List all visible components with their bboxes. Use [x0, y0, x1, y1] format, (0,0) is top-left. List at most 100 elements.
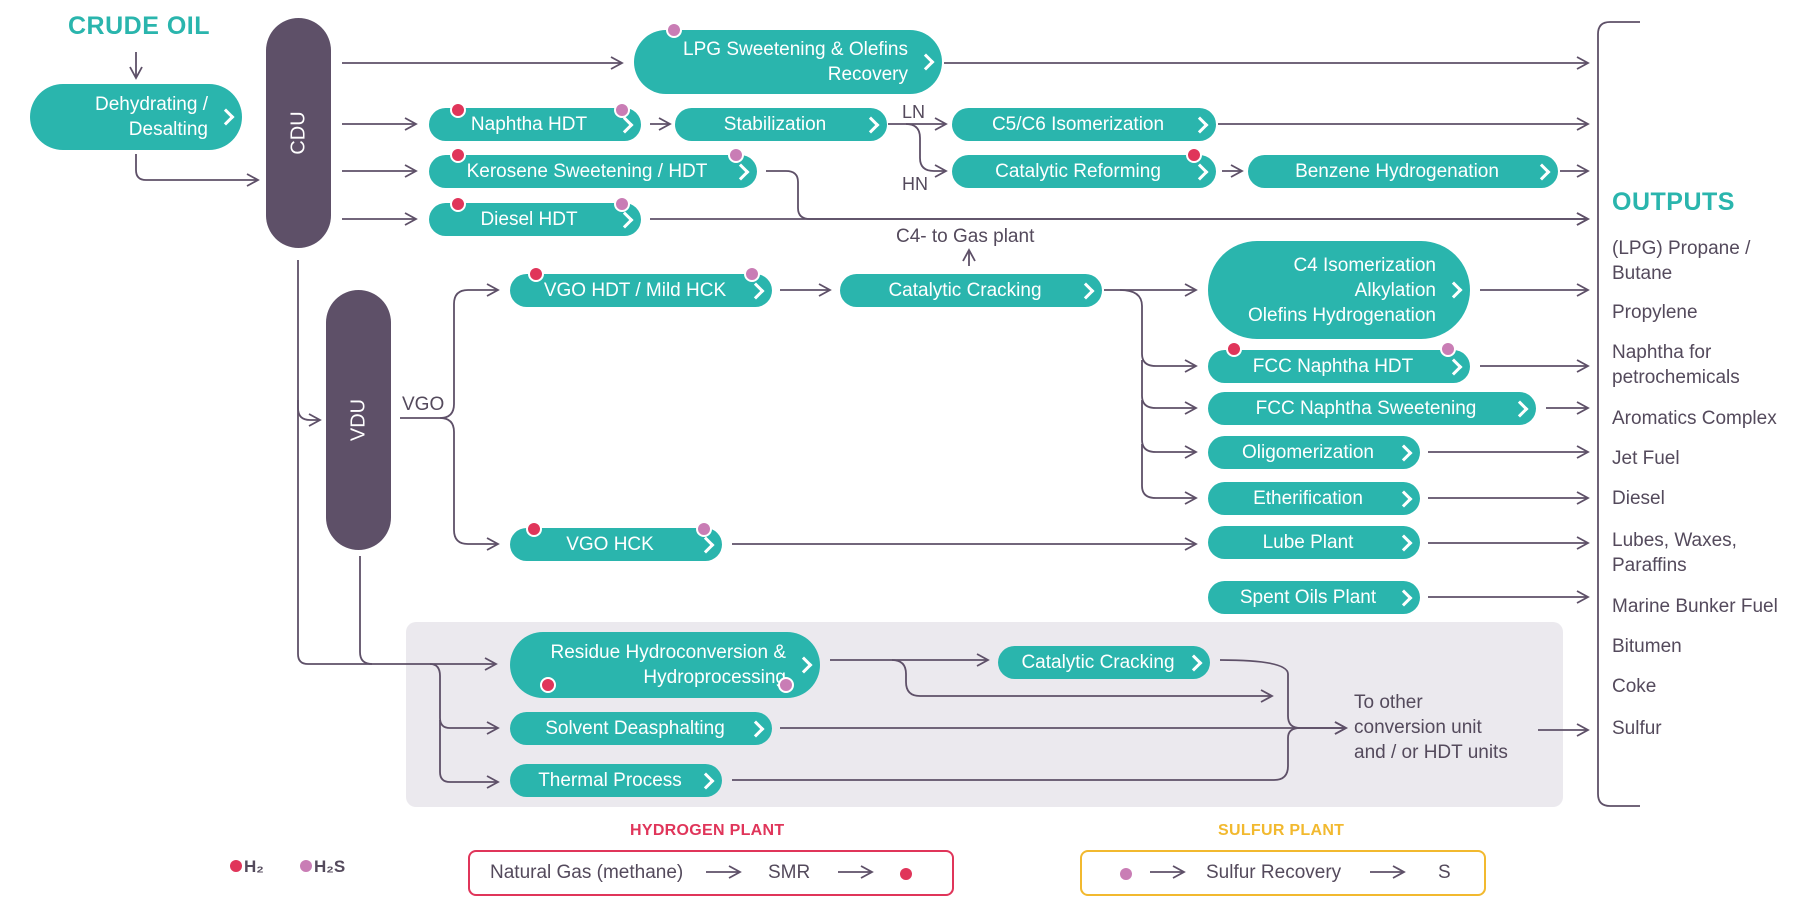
crude-oil-heading: CRUDE OIL — [68, 12, 210, 40]
unit-c4-block[interactable]: C4 Isomerization Alkylation Olefins Hydr… — [1208, 241, 1470, 339]
chevron-right-icon — [1395, 534, 1413, 551]
chevron-right-icon — [1445, 358, 1463, 375]
chevron-right-icon — [1445, 281, 1463, 299]
output-item: (LPG) Propane / Butane — [1612, 238, 1751, 284]
unit-fcc-label: Catalytic Cracking — [888, 280, 1042, 301]
unit-diesel-hdt-label: Diesel HDT — [480, 209, 578, 230]
unit-stabilization-label: Stabilization — [723, 114, 827, 135]
h2s-dot-icon — [666, 22, 682, 38]
unit-vgo-hdt[interactable]: VGO HDT / Mild HCK — [510, 274, 772, 307]
chevron-right-icon — [747, 282, 765, 299]
unit-fcc[interactable]: Catalytic Cracking — [840, 274, 1102, 307]
ln-label: LN — [902, 102, 926, 122]
chevron-right-icon — [616, 211, 634, 228]
unit-etherification-label: Etherification — [1253, 488, 1363, 509]
chevron-right-icon — [1077, 282, 1095, 299]
output-item: Marine Bunker Fuel — [1612, 596, 1778, 617]
unit-diesel-hdt[interactable]: Diesel HDT — [429, 203, 641, 236]
unit-cat-cracking-2-label: Catalytic Cracking — [1021, 652, 1175, 673]
h2s-dot-icon — [728, 147, 744, 163]
chevron-right-icon — [1511, 400, 1529, 417]
sulfur-input-dot-icon — [1120, 868, 1132, 880]
unit-oligomerization[interactable]: Oligomerization — [1208, 436, 1420, 469]
unit-reforming-label: Catalytic Reforming — [995, 161, 1161, 182]
unit-dehydrating[interactable]: Dehydrating / Desalting — [30, 84, 242, 150]
hydrogen-output-dot-icon — [900, 868, 912, 880]
unit-residue-hydroconversion[interactable]: Residue Hydroconversion & Hydroprocessin… — [510, 632, 820, 698]
output-item: Bitumen — [1612, 636, 1682, 657]
output-item: Naphtha for petrochemicals — [1612, 342, 1740, 388]
h2s-dot-icon — [1440, 341, 1456, 357]
chevron-right-icon — [862, 116, 880, 133]
unit-cat-cracking-2[interactable]: Catalytic Cracking — [998, 646, 1210, 679]
legend-h2s-dot-icon — [300, 860, 312, 872]
output-item: Sulfur — [1612, 718, 1662, 739]
h2s-dot-icon — [744, 266, 760, 282]
unit-solvent-label: Solvent Deasphalting — [545, 718, 725, 739]
h2-dot-icon — [1226, 341, 1242, 357]
output-item: Diesel — [1612, 488, 1665, 509]
unit-c5c6-label: C5/C6 Isomerization — [991, 114, 1165, 135]
vdu-tower[interactable]: VDU — [326, 290, 391, 550]
cdu-label: CDU — [287, 111, 309, 155]
chevron-right-icon — [917, 53, 935, 71]
unit-dehydrating-label: Dehydrating / Desalting — [94, 94, 208, 140]
chevron-right-icon — [1191, 163, 1209, 180]
unit-fcc-naphtha-hdt[interactable]: FCC Naphtha HDT — [1208, 350, 1470, 383]
chevron-right-icon — [1395, 589, 1413, 606]
output-item: Lubes, Waxes, Paraffins — [1612, 530, 1737, 576]
unit-c5c6-isomerization[interactable]: C5/C6 Isomerization — [952, 108, 1216, 141]
unit-stabilization[interactable]: Stabilization — [675, 108, 887, 141]
unit-benzene-label: Benzene Hydrogenation — [1295, 161, 1499, 182]
unit-vgo-hck[interactable]: VGO HCK — [510, 528, 722, 561]
h2-dot-icon — [528, 266, 544, 282]
legend-h2-label: H₂ — [244, 857, 264, 876]
hydrogen-unit-label: SMR — [768, 862, 811, 883]
unit-c4-label: C4 Isomerization Alkylation Olefins Hydr… — [1248, 254, 1436, 326]
legend-h2-dot-icon — [230, 860, 242, 872]
unit-naphtha-hdt-label: Naphtha HDT — [470, 114, 588, 135]
output-item: Aromatics Complex — [1612, 408, 1777, 429]
c4-gas-label: C4- to Gas plant — [896, 226, 1035, 247]
unit-kerosene-label: Kerosene Sweetening / HDT — [466, 161, 708, 182]
output-item: Coke — [1612, 676, 1657, 697]
unit-thermal-process[interactable]: Thermal Process — [510, 764, 722, 797]
chevron-right-icon — [1185, 654, 1203, 671]
h2-dot-icon — [1186, 147, 1202, 163]
chevron-right-icon — [1533, 163, 1551, 180]
chevron-right-icon — [795, 656, 813, 674]
unit-spent-oils-label: Spent Oils Plant — [1239, 587, 1377, 608]
unit-residue-label: Residue Hydroconversion & Hydroprocessin… — [550, 642, 786, 688]
cdu-tower[interactable]: CDU — [266, 18, 331, 248]
legend-h2s-label: H₂S — [314, 857, 346, 876]
sulfur-plant-box — [1080, 850, 1486, 896]
chevron-right-icon — [1191, 116, 1209, 133]
unit-etherification[interactable]: Etherification — [1208, 482, 1420, 515]
unit-kerosene[interactable]: Kerosene Sweetening / HDT — [429, 155, 757, 188]
chevron-right-icon — [1395, 444, 1413, 461]
unit-spent-oils[interactable]: Spent Oils Plant — [1208, 581, 1420, 614]
unit-lpg-sweetening[interactable]: LPG Sweetening & Olefins Recovery — [634, 30, 942, 94]
chevron-right-icon — [697, 536, 715, 553]
unit-lube-plant[interactable]: Lube Plant — [1208, 526, 1420, 559]
unit-thermal-label: Thermal Process — [538, 770, 682, 791]
unit-catalytic-reforming[interactable]: Catalytic Reforming — [952, 155, 1216, 188]
h2-dot-icon — [450, 102, 466, 118]
chevron-right-icon — [697, 772, 715, 789]
h2-dot-icon — [450, 196, 466, 212]
output-item: Propylene — [1612, 302, 1698, 323]
h2-dot-icon — [540, 677, 556, 693]
unit-fcc-sweetening[interactable]: FCC Naphtha Sweetening — [1208, 392, 1536, 425]
hn-label: HN — [902, 174, 928, 194]
unit-benzene-hydrogenation[interactable]: Benzene Hydrogenation — [1248, 155, 1558, 188]
vgo-label: VGO — [402, 394, 445, 415]
chevron-right-icon — [217, 108, 235, 126]
hydrogen-feed-label: Natural Gas (methane) — [490, 862, 684, 883]
h2s-dot-icon — [778, 677, 794, 693]
to-other-conversion-label: To other conversion unit and / or HDT un… — [1354, 692, 1508, 763]
sulfur-product-label: S — [1438, 862, 1451, 883]
h2s-dot-icon — [614, 102, 630, 118]
unit-solvent-deasphalting[interactable]: Solvent Deasphalting — [510, 712, 772, 745]
